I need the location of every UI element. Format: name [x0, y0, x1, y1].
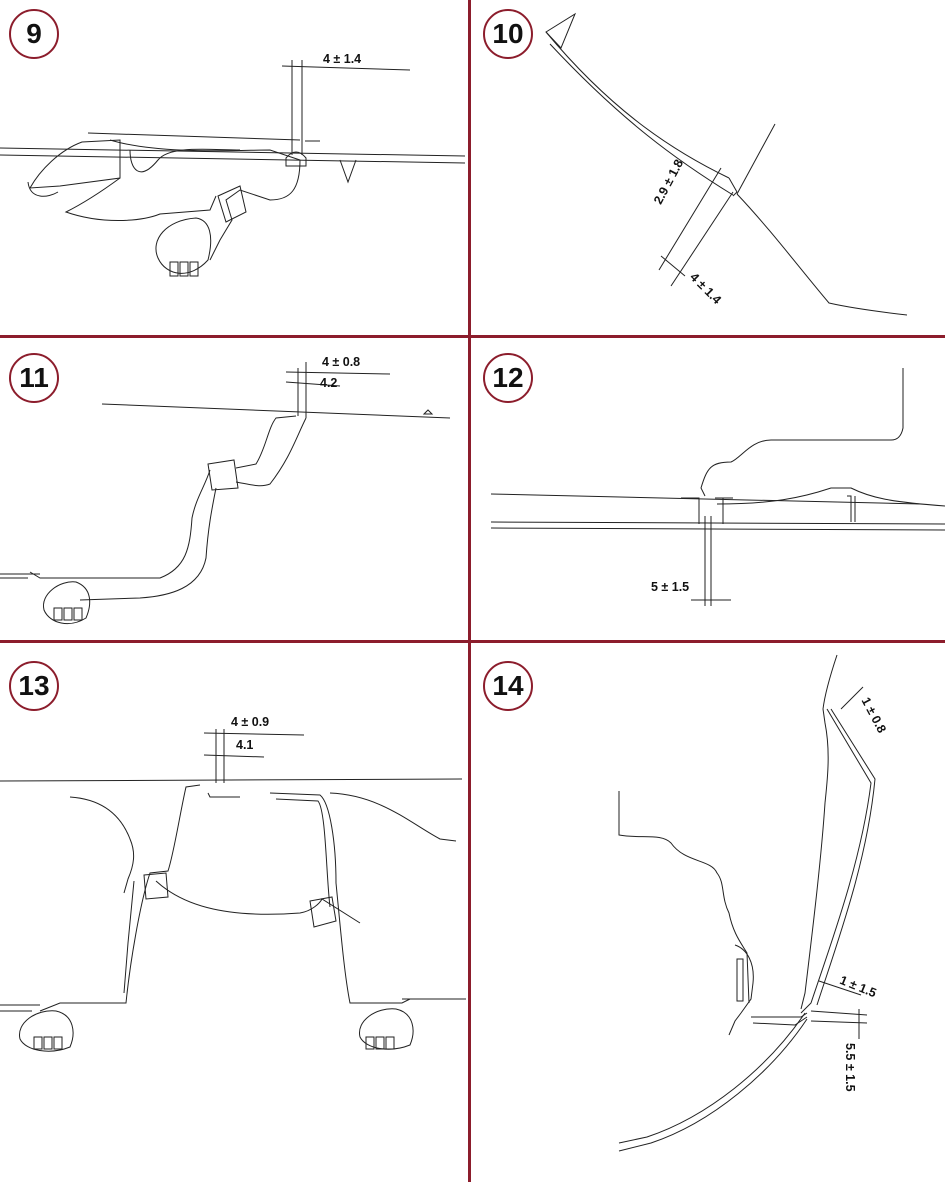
horizontal-divider-top: [0, 335, 945, 338]
panel-13-dim-2: 4.1: [236, 738, 254, 752]
panel-14-dim-3: 5.5 ± 1.5: [843, 1043, 857, 1092]
panel-10: 10 2.9 ± 1.8 4 ± 1.4: [471, 0, 945, 335]
panel-11-dim-2: 4.2: [320, 376, 338, 390]
panel-12-drawing: [490, 368, 945, 606]
panel-14: 14 1 ± 0.8 1 ± 1.5 5.5 ± 1.5: [471, 643, 945, 1182]
panel-9-number-badge: 9: [9, 9, 59, 59]
panel-13: 13 4 ± 0.9 4.1: [0, 643, 468, 1182]
panel-13-number: 13: [18, 670, 50, 701]
panel-12: 12 5 ± 1.5: [471, 338, 945, 640]
panel-12-number: 12: [492, 362, 524, 393]
panel-10-number: 10: [492, 18, 524, 49]
panel-11-dim-1: 4 ± 0.8: [322, 355, 361, 369]
panel-11-drawing: [0, 362, 451, 625]
panel-9-drawing: [0, 60, 466, 277]
panel-13-drawing: [0, 729, 466, 1052]
panel-11-number: 11: [19, 362, 49, 393]
panel-9-dim-1: 4 ± 1.4: [323, 52, 362, 66]
panel-14-drawing: [618, 654, 876, 1152]
panel-10-number-badge: 10: [483, 9, 533, 59]
panel-13-number-badge: 13: [9, 661, 59, 711]
panel-11-number-badge: 11: [9, 353, 59, 403]
panel-11: 11 4 ± 0.8 4.2: [0, 338, 468, 640]
vertical-divider: [468, 0, 471, 1182]
panel-9-number: 9: [26, 18, 42, 49]
panel-14-number: 14: [492, 670, 524, 701]
panel-13-dim-1: 4 ± 0.9: [231, 715, 270, 729]
panel-12-dim-1: 5 ± 1.5: [651, 580, 690, 594]
panel-10-drawing: [545, 12, 908, 316]
panel-12-number-badge: 12: [483, 353, 533, 403]
horizontal-divider-bottom: [0, 640, 945, 643]
panel-9: 9 4 ± 1.4: [0, 0, 468, 335]
panel-14-number-badge: 14: [483, 661, 533, 711]
